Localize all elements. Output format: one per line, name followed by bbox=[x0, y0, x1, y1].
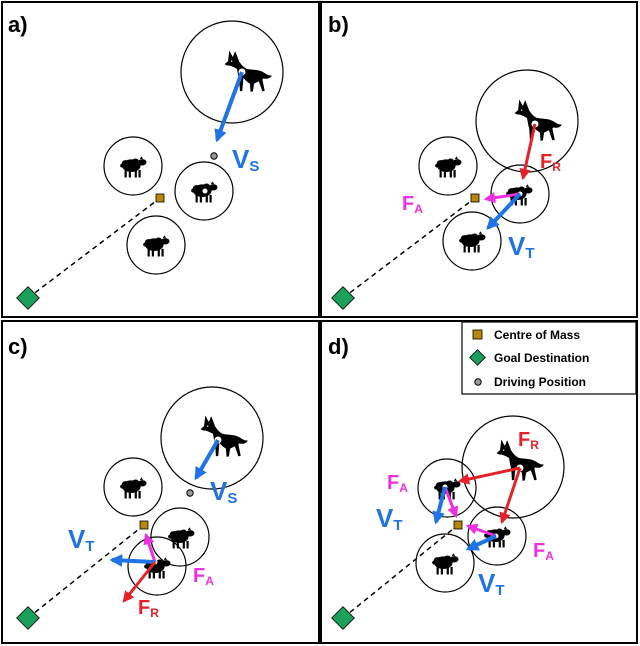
sheep-zone bbox=[126, 215, 186, 275]
centre-of-mass-marker bbox=[470, 193, 480, 203]
dog-icon bbox=[200, 415, 248, 457]
vs-arrow bbox=[214, 71, 244, 143]
fa-label: FA bbox=[402, 193, 423, 216]
vt-label: VT bbox=[68, 524, 95, 555]
sheep-zone bbox=[418, 136, 478, 196]
panel-d-frame bbox=[320, 320, 638, 644]
sheep-zone bbox=[127, 536, 187, 596]
goal-destination-marker bbox=[16, 606, 40, 630]
fr-arrow-upper-sheep bbox=[457, 466, 521, 485]
vt-arrow-upper-sheep bbox=[432, 486, 447, 525]
goal-path-line bbox=[27, 197, 161, 299]
fr-label: FR bbox=[138, 597, 159, 620]
sheep-icon bbox=[120, 156, 147, 178]
vt-arrow-right-sheep bbox=[465, 534, 497, 551]
sheep-icon bbox=[120, 477, 147, 499]
panel-a-frame bbox=[1, 1, 320, 318]
goal-destination-marker bbox=[331, 286, 355, 310]
fa-arrow bbox=[143, 532, 157, 563]
centre-of-mass-marker bbox=[453, 520, 463, 530]
panel-a: a) VS bbox=[8, 12, 284, 310]
fa-arrow bbox=[483, 192, 521, 204]
goal-destination-marker bbox=[16, 286, 40, 310]
vs-label: VS bbox=[210, 476, 237, 507]
sheep-icon bbox=[435, 156, 462, 178]
dog-zone bbox=[461, 415, 565, 519]
fr-label: FR bbox=[540, 151, 561, 174]
driving-position-marker bbox=[186, 489, 194, 497]
vt-label-upper: VT bbox=[376, 503, 403, 534]
fr-arrow bbox=[122, 561, 157, 603]
sheep-zone bbox=[103, 457, 163, 517]
sheep-zone bbox=[415, 533, 475, 593]
dog-icon bbox=[224, 50, 272, 92]
sheep-zone bbox=[442, 211, 502, 271]
fa-label-upper: FA bbox=[387, 472, 408, 495]
vt-label: VT bbox=[508, 231, 535, 262]
dog-icon bbox=[514, 99, 562, 141]
panel-b-label: b) bbox=[328, 12, 349, 37]
panel-c-label: c) bbox=[8, 334, 28, 359]
sheep-icon bbox=[432, 553, 459, 575]
panel-b: b) FR FA VT bbox=[328, 12, 579, 310]
legend-goal-icon bbox=[469, 349, 486, 366]
vt-label-lower: VT bbox=[478, 568, 505, 599]
goal-destination-marker bbox=[331, 606, 355, 630]
panel-a-label: a) bbox=[8, 12, 28, 37]
centre-of-mass-marker bbox=[139, 520, 149, 530]
panel-d: d) FR FA VT FA VT Centre of Mass Goa bbox=[328, 321, 637, 630]
legend: Centre of Mass Goal Destination Driving … bbox=[461, 321, 637, 395]
dog-zone bbox=[180, 20, 284, 124]
panel-c: c) VS VT FA FR bbox=[8, 334, 264, 630]
legend-centre-of-mass-label: Centre of Mass bbox=[494, 328, 580, 342]
legend-driving-position-icon bbox=[474, 378, 482, 386]
panel-d-label: d) bbox=[328, 334, 349, 359]
goal-path-line bbox=[342, 197, 476, 299]
fa-label-right: FA bbox=[533, 540, 554, 563]
fr-label: FR bbox=[518, 429, 539, 452]
vt-arrow bbox=[109, 554, 156, 567]
goal-path-line bbox=[27, 524, 145, 619]
sheep-zone bbox=[174, 161, 234, 221]
panel-c-frame bbox=[1, 320, 320, 644]
sheep-zone bbox=[417, 458, 477, 518]
centre-of-mass-marker bbox=[155, 193, 165, 203]
sheep-icon bbox=[168, 527, 195, 549]
vt-arrow bbox=[486, 192, 522, 230]
driving-position-marker bbox=[210, 152, 218, 160]
legend-box bbox=[461, 321, 637, 395]
legend-goal-label: Goal Destination bbox=[494, 351, 589, 365]
legend-driving-position-label: Driving Position bbox=[494, 375, 586, 389]
sheep-icon bbox=[143, 235, 170, 257]
sheep-icon bbox=[459, 231, 486, 253]
vs-label: VS bbox=[232, 144, 259, 175]
vs-arrow bbox=[194, 438, 220, 481]
sheep-zone bbox=[103, 136, 163, 196]
sheep-centre-dot bbox=[202, 188, 208, 194]
fa-label: FA bbox=[193, 565, 214, 588]
fa-arrow-right-sheep bbox=[465, 523, 497, 538]
goal-path-line bbox=[342, 524, 459, 619]
legend-centre-of-mass-icon bbox=[472, 329, 483, 340]
dog-zone bbox=[160, 386, 264, 490]
fr-arrow-right-sheep bbox=[499, 467, 522, 525]
panel-b-frame bbox=[320, 1, 638, 318]
fa-arrow-upper-sheep bbox=[443, 486, 459, 519]
sheep-zone bbox=[467, 506, 527, 566]
fr-arrow bbox=[519, 123, 537, 181]
